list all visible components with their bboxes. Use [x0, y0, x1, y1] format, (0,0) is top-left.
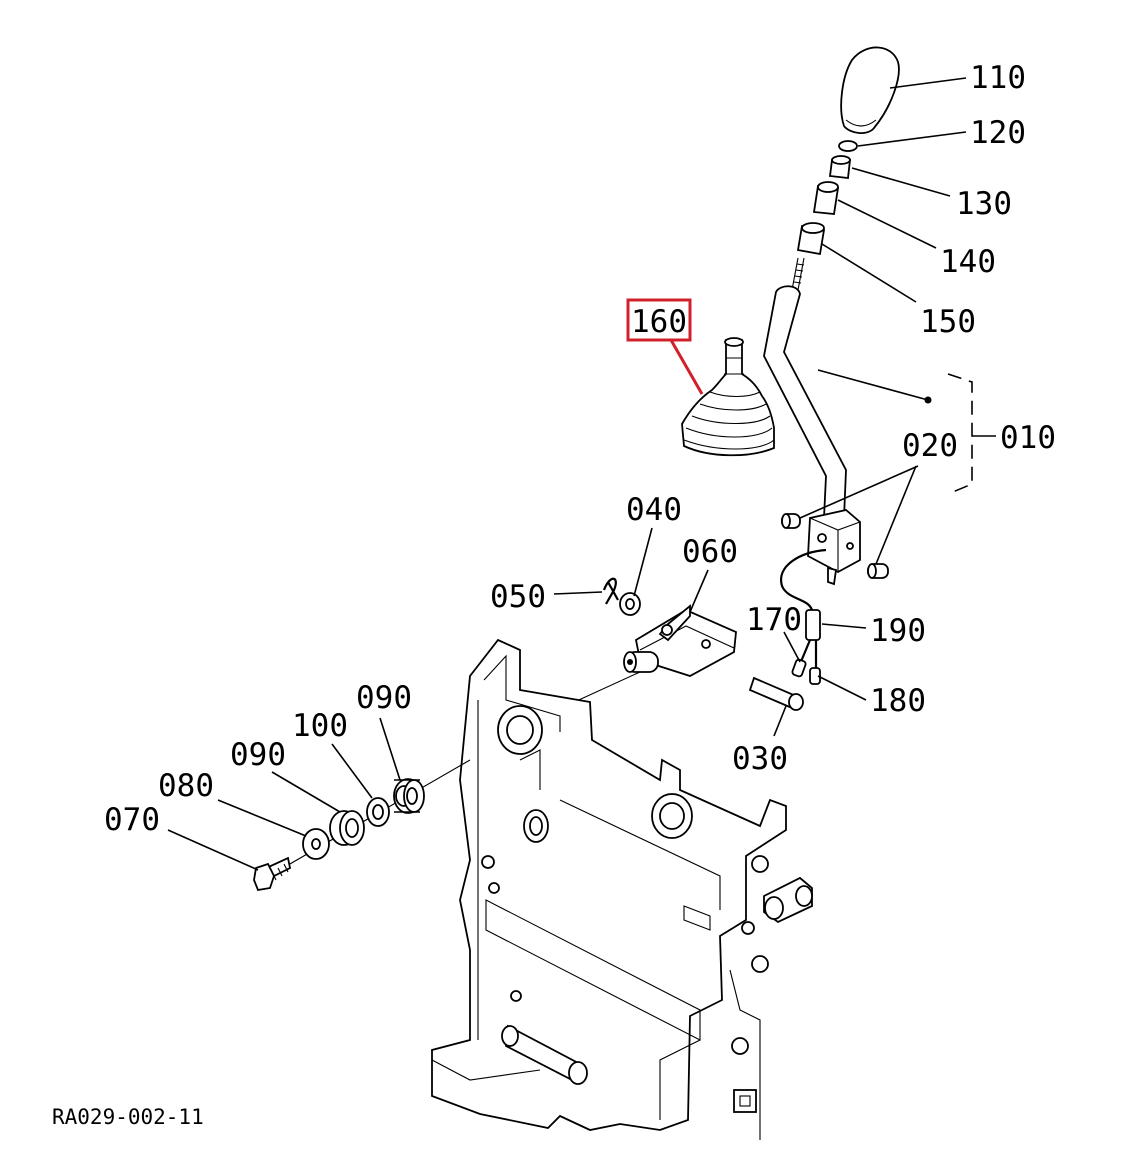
callout-180[interactable]: 180	[870, 683, 926, 719]
pin-020-left[interactable]	[781, 513, 801, 529]
holder-060[interactable]	[623, 604, 737, 677]
ring-120[interactable]	[838, 140, 858, 152]
connector-180[interactable]	[809, 667, 821, 685]
callout-160[interactable]: 160	[631, 304, 687, 340]
leader-lines	[167, 77, 967, 871]
callout-040[interactable]: 040	[626, 492, 682, 528]
drawing-code: RA029-002-11	[52, 1105, 204, 1129]
connector-170[interactable]	[791, 658, 807, 678]
callout-090-lower[interactable]: 090	[230, 737, 286, 773]
callout-080[interactable]: 080	[158, 768, 214, 804]
spacer-100[interactable]	[366, 797, 390, 827]
callout-010[interactable]: 010	[1000, 420, 1056, 456]
lever-block[interactable]	[807, 509, 861, 574]
callout-190[interactable]: 190	[870, 613, 926, 649]
bolt-070[interactable]	[253, 856, 292, 892]
callout-060[interactable]: 060	[682, 534, 738, 570]
callout-100[interactable]: 100	[292, 708, 348, 744]
pin-030[interactable]	[748, 676, 804, 711]
rubber-boot-160[interactable]	[681, 337, 775, 457]
callout-120[interactable]: 120	[970, 115, 1026, 151]
assembly-bracket-010	[817, 369, 996, 495]
highlight-leader-160	[669, 339, 704, 395]
bearing-090-lower[interactable]	[329, 810, 365, 846]
washer-040[interactable]	[619, 592, 641, 616]
callout-140[interactable]: 140	[940, 244, 996, 280]
callout-030[interactable]: 030	[732, 741, 788, 777]
callout-110[interactable]: 110	[970, 60, 1026, 96]
bearing-090-upper[interactable]	[393, 778, 425, 814]
callout-130[interactable]: 130	[956, 186, 1012, 222]
snap-pin-050[interactable]	[602, 577, 619, 605]
pin-020-right[interactable]	[867, 563, 889, 579]
callout-labels: 110 120 130 140 150 160 010 020 040 060 …	[104, 60, 1056, 838]
callout-170[interactable]: 170	[746, 602, 802, 638]
highlight-box-160	[626, 298, 692, 342]
lever-rod[interactable]	[763, 285, 847, 519]
frame-bracket	[431, 638, 813, 1140]
callout-070[interactable]: 070	[104, 802, 160, 838]
shift-lever-assembly	[763, 46, 900, 685]
callout-050[interactable]: 050	[490, 579, 546, 615]
callout-090-upper[interactable]: 090	[356, 680, 412, 716]
switch-190[interactable]	[805, 609, 821, 641]
callout-020[interactable]: 020	[902, 428, 958, 464]
bearing-stack	[253, 759, 471, 892]
callout-150[interactable]: 150	[920, 304, 976, 340]
washer-080[interactable]	[302, 828, 330, 860]
lever-knob[interactable]	[840, 46, 900, 134]
